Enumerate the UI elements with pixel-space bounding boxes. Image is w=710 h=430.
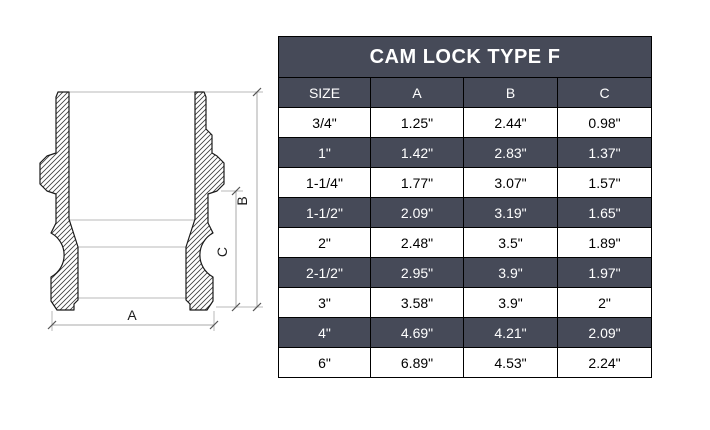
cell-size: 2-1/2": [278, 257, 371, 288]
cell-a: 1.77": [370, 167, 464, 198]
table-row: 6" 6.89" 4.53" 2.24": [278, 347, 653, 378]
cell-a: 2.95": [370, 257, 464, 288]
cell-b: 3.07": [463, 167, 558, 198]
cell-size: 6": [278, 347, 371, 378]
column-header-size: SIZE: [278, 77, 371, 108]
cell-c: 2.24": [556, 347, 653, 378]
cell-c: 1.65": [556, 197, 653, 228]
cell-b: 3.5": [463, 227, 558, 258]
cell-c: 0.98": [556, 107, 653, 138]
fitting-left-wall: [39, 91, 79, 311]
fitting-cross-section-diagram: A B C: [39, 87, 263, 331]
dimension-ticks: [47, 87, 262, 330]
cell-b: 3.19": [463, 197, 558, 228]
table-title-row: CAM LOCK TYPE F: [277, 36, 653, 78]
table-row: 3" 3.58" 3.9" 2": [278, 287, 653, 318]
cell-b: 3.9": [463, 287, 558, 318]
cell-c: 1.89": [556, 227, 653, 258]
cell-b: 4.21": [463, 317, 558, 348]
dimension-label-c: C: [214, 247, 230, 257]
table-header-row: SIZE A B C: [278, 77, 653, 108]
cell-size: 3": [278, 287, 371, 318]
column-header-c: C: [556, 77, 653, 108]
table-row: 2" 2.48" 3.5" 1.89": [278, 227, 653, 258]
cell-c: 1.37": [556, 137, 653, 168]
fitting-right-wall: [185, 91, 225, 311]
cell-c: 1.57": [556, 167, 653, 198]
cell-b: 3.9": [463, 257, 558, 288]
cell-b: 2.83": [463, 137, 558, 168]
column-header-a: A: [370, 77, 464, 108]
cell-size: 4": [278, 317, 371, 348]
cell-size: 1": [278, 137, 371, 168]
cell-size: 1-1/4": [278, 167, 371, 198]
cell-a: 6.89": [370, 347, 464, 378]
cell-a: 1.42": [370, 137, 464, 168]
table-row: 1-1/4" 1.77" 3.07" 1.57": [278, 167, 653, 198]
dimension-lines: [52, 92, 258, 326]
column-header-b: B: [463, 77, 558, 108]
table-title: CAM LOCK TYPE F: [277, 36, 653, 78]
cell-a: 2.09": [370, 197, 464, 228]
cell-a: 4.69": [370, 317, 464, 348]
table-row: 1-1/2" 2.09" 3.19" 1.65": [278, 197, 653, 228]
dimension-label-a: A: [127, 307, 137, 323]
cell-size: 2": [278, 227, 371, 258]
dimension-label-b: B: [234, 196, 250, 205]
interior-lines: [51, 91, 263, 331]
cam-lock-spec-table: CAM LOCK TYPE F SIZE A B C 3/4" 1.25" 2.…: [277, 36, 653, 378]
cell-c: 2.09": [556, 317, 653, 348]
cell-size: 1-1/2": [278, 197, 371, 228]
table-row: 1" 1.42" 2.83" 1.37": [278, 137, 653, 168]
cell-size: 3/4": [278, 107, 371, 138]
cell-b: 4.53": [463, 347, 558, 378]
cell-c: 1.97": [556, 257, 653, 288]
table-row: 2-1/2" 2.95" 3.9" 1.97": [278, 257, 653, 288]
cell-a: 2.48": [370, 227, 464, 258]
table-row: 3/4" 1.25" 2.44" 0.98": [278, 107, 653, 138]
cell-a: 3.58": [370, 287, 464, 318]
cell-b: 2.44": [463, 107, 558, 138]
cell-c: 2": [556, 287, 653, 318]
table-row: 4" 4.69" 4.21" 2.09": [278, 317, 653, 348]
cell-a: 1.25": [370, 107, 464, 138]
